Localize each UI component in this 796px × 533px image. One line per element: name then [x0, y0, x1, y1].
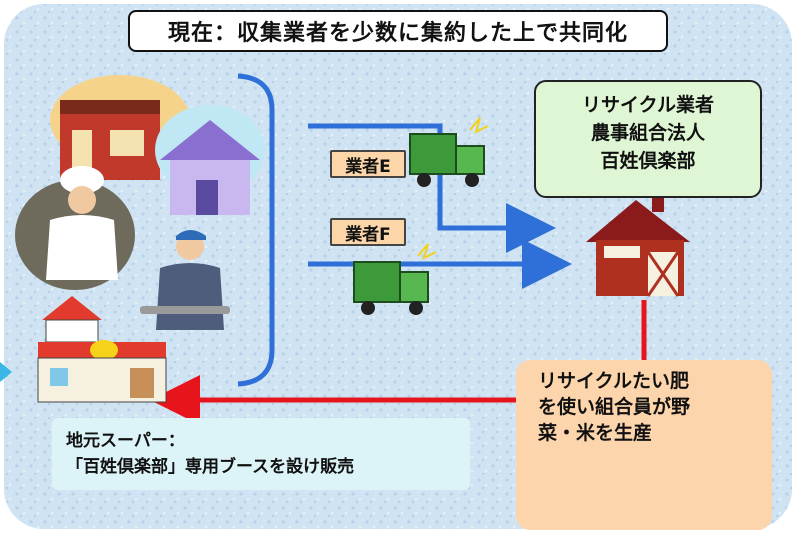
- flow-arrow-e: [308, 123, 556, 253]
- truck-e-illustration: [409, 117, 489, 187]
- cafe-illustration: [155, 105, 265, 215]
- farm-box: リサイクルたい肥 を使い組合員が野 菜・米を生産: [516, 360, 772, 530]
- farm-line-1: リサイクルたい肥: [538, 370, 690, 392]
- truck-f-illustration: [353, 243, 437, 315]
- page-title: 現在：収集業者を少数に集約した上で共同化: [128, 10, 668, 52]
- supermarket-illustration: [37, 296, 167, 403]
- left-marker-icon: [0, 362, 12, 382]
- recycler-box: リサイクル業者 農事組合法人 百姓倶楽部: [534, 80, 762, 198]
- vendor-f-label: 業者F: [330, 218, 406, 246]
- supermarket-box: 地元スーパー： 「百姓倶楽部」専用ブースを設け販売: [52, 418, 470, 490]
- recycler-line-1: リサイクル業者: [581, 94, 715, 116]
- farm-text: リサイクルたい肥 を使い組合員が野 菜・米を生産: [538, 368, 690, 446]
- farm-line-2: を使い組合員が野: [538, 396, 691, 418]
- chef-illustration: [15, 166, 135, 290]
- recycler-line-2: 農事組合法人: [590, 122, 705, 144]
- supermarket-text: 地元スーパー： 「百姓倶楽部」専用ブースを設け販売: [66, 428, 354, 480]
- supermarket-line-2: 「百姓倶楽部」専用ブースを設け販売: [66, 457, 355, 477]
- recycler-line-3: 百姓倶楽部: [600, 150, 696, 172]
- farm-line-3: 菜・米を生産: [538, 422, 653, 444]
- source-bracket: [237, 73, 275, 387]
- supermarket-line-1: 地元スーパー：: [66, 431, 185, 451]
- waitress-illustration: [140, 230, 230, 330]
- vendor-e-label: 業者E: [330, 150, 406, 178]
- barn-illustration: [586, 182, 690, 297]
